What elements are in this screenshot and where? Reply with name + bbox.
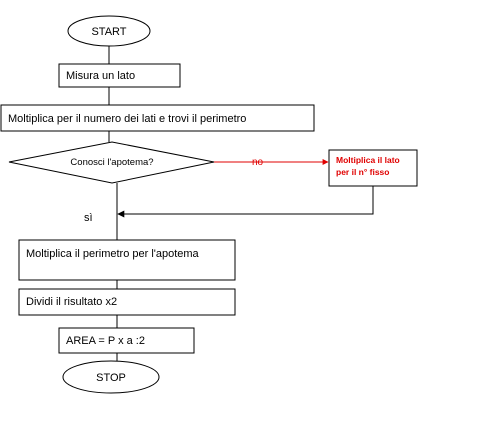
multiply-sides-label: Moltiplica per il numero dei lati e trov… — [8, 113, 246, 125]
fixed-number-label-line1: Moltiplica il lato — [336, 155, 400, 165]
multiply-apothem-label: Moltiplica il perimetro per l'apotema — [26, 248, 200, 260]
decision-node: Conosci l'apotema? — [8, 141, 215, 184]
decision-label: Conosci l'apotema? — [70, 157, 153, 168]
stop-node: STOP — [62, 360, 160, 394]
fixed-number-label-line2: per il n° fisso — [336, 167, 389, 177]
multiply-apothem-node: Moltiplica il perimetro per l'apotema — [18, 239, 236, 281]
yes-branch-label: sì — [84, 212, 93, 224]
edge-fixed-number-return — [117, 186, 374, 218]
measure-side-node: Misura un lato — [58, 63, 181, 88]
multiply-sides-node: Moltiplica per il numero dei lati e trov… — [0, 104, 315, 132]
start-node: START — [67, 15, 151, 47]
divide-label: Dividi il risultato x2 — [26, 296, 117, 308]
no-branch-label: no — [252, 157, 264, 168]
divide-node: Dividi il risultato x2 — [18, 288, 236, 316]
stop-label: STOP — [96, 372, 126, 384]
start-label: START — [91, 26, 126, 38]
area-formula-node: AREA = P x a :2 — [58, 327, 195, 354]
area-formula-label: AREA = P x a :2 — [66, 335, 145, 347]
fixed-number-node: Moltiplica il lato per il n° fisso — [328, 149, 418, 187]
measure-side-label: Misura un lato — [66, 70, 135, 82]
